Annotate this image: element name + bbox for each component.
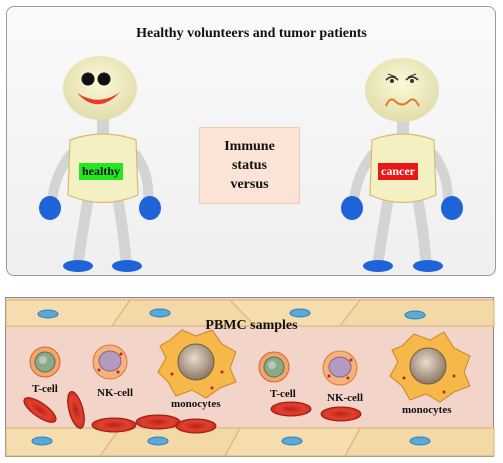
endothelial-nucleus-icon: [281, 436, 303, 446]
rbc-icon: [320, 406, 362, 422]
nk-cell-icon: [322, 350, 358, 386]
endothelial-nucleus-icon: [37, 309, 59, 319]
monocytes-label: monocytes: [402, 404, 452, 416]
eye-icon: [81, 72, 95, 86]
rbc-icon: [175, 418, 217, 434]
immune-status-box: Immune status versus: [199, 127, 300, 204]
hand-icon: [341, 196, 363, 220]
t-cell-icon: [29, 346, 61, 378]
rbc-icon: [91, 417, 137, 433]
center-line: versus: [230, 177, 269, 192]
foot-icon: [112, 260, 142, 272]
endothelial-nucleus-icon: [147, 436, 169, 446]
eye-icon: [97, 72, 111, 86]
nk-cell-icon: [92, 344, 128, 380]
hand-icon: [441, 196, 463, 220]
endothelial-nucleus-icon: [31, 436, 53, 446]
monocyte-icon: [157, 329, 237, 399]
monocyte-icon: [389, 331, 471, 403]
t-cell-label: T-cell: [32, 383, 58, 395]
nk-cell-label: NK-cell: [97, 387, 134, 399]
eye-icon: [390, 79, 394, 83]
t-cell-label: T-cell: [270, 388, 296, 400]
rbc-icon: [23, 397, 57, 423]
t-cell-icon: [258, 351, 290, 383]
center-line: status: [231, 158, 267, 173]
pbmc-title: PBMC samples: [205, 318, 298, 333]
frown-icon: [385, 98, 420, 107]
rbc-icon: [135, 414, 181, 430]
foot-icon: [63, 260, 93, 272]
healthy-label: healthy: [79, 163, 124, 180]
monocytes-label: monocytes: [171, 398, 221, 410]
foot-icon: [413, 260, 443, 272]
endothelial-nucleus-icon: [404, 310, 426, 320]
vessel-wall-bottom: [5, 427, 495, 457]
hand-icon: [139, 196, 161, 220]
endothelial-nucleus-icon: [289, 308, 311, 318]
endothelial-nucleus-icon: [149, 308, 171, 318]
smile-icon: [77, 92, 120, 105]
panel-title: Healthy volunteers and tumor patients: [136, 26, 367, 41]
endothelial-nucleus-icon: [409, 436, 431, 446]
rbc-icon: [67, 391, 85, 429]
rbc-icon: [270, 401, 312, 417]
red-blood-cells: [23, 391, 362, 434]
hand-icon: [39, 196, 61, 220]
vessel-wall-top: [5, 299, 495, 327]
eye-icon: [410, 79, 414, 83]
foot-icon: [363, 260, 393, 272]
nk-cell-label: NK-cell: [327, 392, 364, 404]
cancer-label: cancer: [378, 163, 418, 180]
center-line: Immune: [224, 139, 275, 154]
